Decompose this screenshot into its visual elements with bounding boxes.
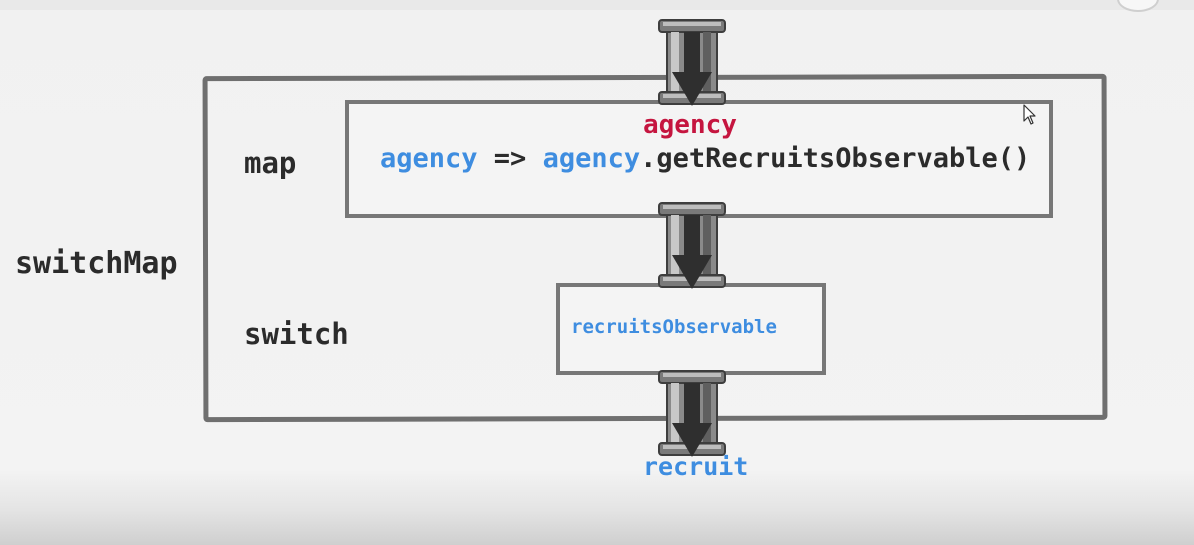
output-recruit-label: recruit [643,452,749,481]
map-function-code: agency => agency.getRecruitsObservable() [380,143,1030,174]
switch-stage-box [556,283,826,375]
map-stage-label: map [244,146,297,180]
corner-button[interactable] [1117,0,1159,12]
middle-pipe-arrow-icon [658,202,726,289]
switch-stage-label: switch [244,317,349,351]
mouse-cursor-icon [1023,104,1036,125]
input-pipe-arrow-icon [658,19,726,106]
input-agency-label: agency [643,110,737,140]
code-object: agency [542,143,641,174]
code-method-call: .getRecruitsObservable() [640,143,1031,174]
output-pipe-arrow-icon [658,370,726,457]
code-arrow: => [477,143,543,174]
code-param: agency [380,143,478,174]
switchmap-label: switchMap [15,246,178,281]
recruits-observable-label: recruitsObservable [571,316,777,338]
top-bar [0,0,1194,10]
